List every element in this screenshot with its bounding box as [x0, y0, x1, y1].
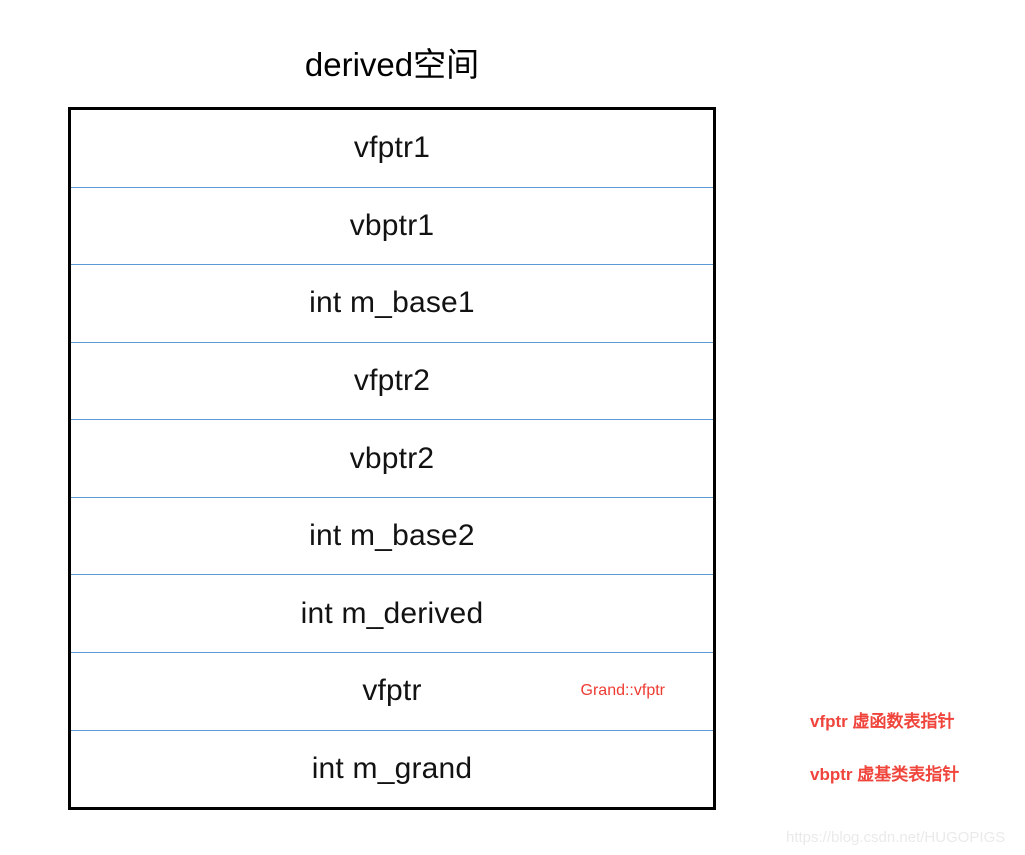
layout-row-label: vbptr2 — [349, 441, 435, 475]
layout-row: vfptr1 — [71, 110, 713, 188]
layout-row: int m_base1 — [71, 265, 713, 343]
layout-row-label: vfptr2 — [353, 363, 431, 397]
layout-row: vfptr Grand::vfptr — [71, 653, 713, 731]
legend: vfptr 虚函数表指针 vbptr 虚基类表指针 — [810, 712, 1010, 785]
layout-row: int m_derived — [71, 575, 713, 653]
legend-item-vbptr: vbptr 虚基类表指针 — [810, 765, 960, 784]
layout-row-annotation: Grand::vfptr — [580, 682, 665, 700]
layout-row-label: vfptr1 — [353, 131, 431, 165]
layout-row: vbptr2 — [71, 420, 713, 498]
layout-row: vbptr1 — [71, 188, 713, 266]
layout-row-label: vbptr1 — [349, 208, 435, 242]
layout-row-label: int m_base2 — [309, 519, 475, 553]
memory-layout-diagram: vfptr1 vbptr1 int m_base1 vfptr2 vbptr2 … — [68, 107, 716, 810]
layout-row: vfptr2 — [71, 343, 713, 421]
layout-row-label: int m_base1 — [309, 286, 475, 320]
page-title: derived空间 — [304, 46, 480, 83]
layout-row-label: vfptr — [362, 674, 422, 708]
layout-row: int m_base2 — [71, 498, 713, 576]
watermark: https://blog.csdn.net/HUGOPIGS — [786, 829, 1006, 846]
layout-row-label: int m_grand — [311, 751, 473, 785]
layout-row: int m_grand — [71, 731, 713, 808]
legend-item-vfptr: vfptr 虚函数表指针 — [810, 712, 955, 731]
layout-row-label: int m_derived — [300, 596, 484, 630]
